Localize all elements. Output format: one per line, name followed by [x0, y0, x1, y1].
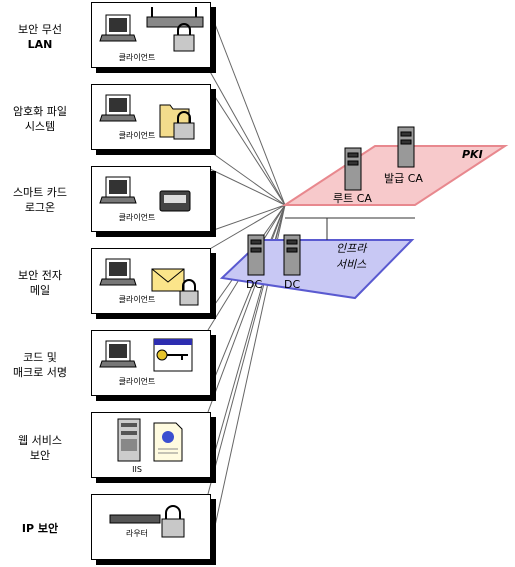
category-box: 클라이언트	[91, 330, 211, 396]
box-caption: 클라이언트	[118, 295, 156, 304]
dc-label: DC	[284, 278, 301, 291]
box-caption: 라우터	[125, 529, 149, 538]
server-icon	[247, 234, 265, 276]
root-ca-label: 루트 CA	[333, 192, 372, 205]
category-box: 클라이언트	[91, 248, 211, 314]
box-caption: 클라이언트	[118, 53, 156, 62]
category-box: 클라이언트	[91, 166, 211, 232]
dc-label: DC	[246, 278, 263, 291]
laptop-smartcard-icon	[99, 176, 191, 212]
laptop-folder-lock-icon	[99, 94, 195, 140]
box-caption: 클라이언트	[118, 131, 156, 140]
issuing-ca-label: 발급 CA	[384, 172, 423, 185]
server-icon	[397, 126, 415, 168]
category-box: 클라이언트	[91, 2, 211, 68]
pki-title: PKI	[462, 148, 483, 161]
server-certificate-icon	[117, 418, 183, 462]
category-label: IP 보안	[21, 522, 59, 535]
category-box: 라우터	[91, 494, 211, 560]
server-icon	[344, 147, 362, 191]
laptop-window-key-icon	[99, 338, 193, 372]
box-caption: IIS	[132, 465, 142, 474]
category-box: IIS	[91, 412, 211, 478]
box-caption: 클라이언트	[118, 213, 156, 222]
laptop-router-lock-icon	[99, 7, 204, 52]
box-caption: 클라이언트	[118, 377, 156, 386]
server-icon	[283, 234, 301, 276]
category-box: 클라이언트	[91, 84, 211, 150]
laptop-mail-lock-icon	[99, 258, 199, 306]
router-lock-icon	[109, 505, 185, 538]
